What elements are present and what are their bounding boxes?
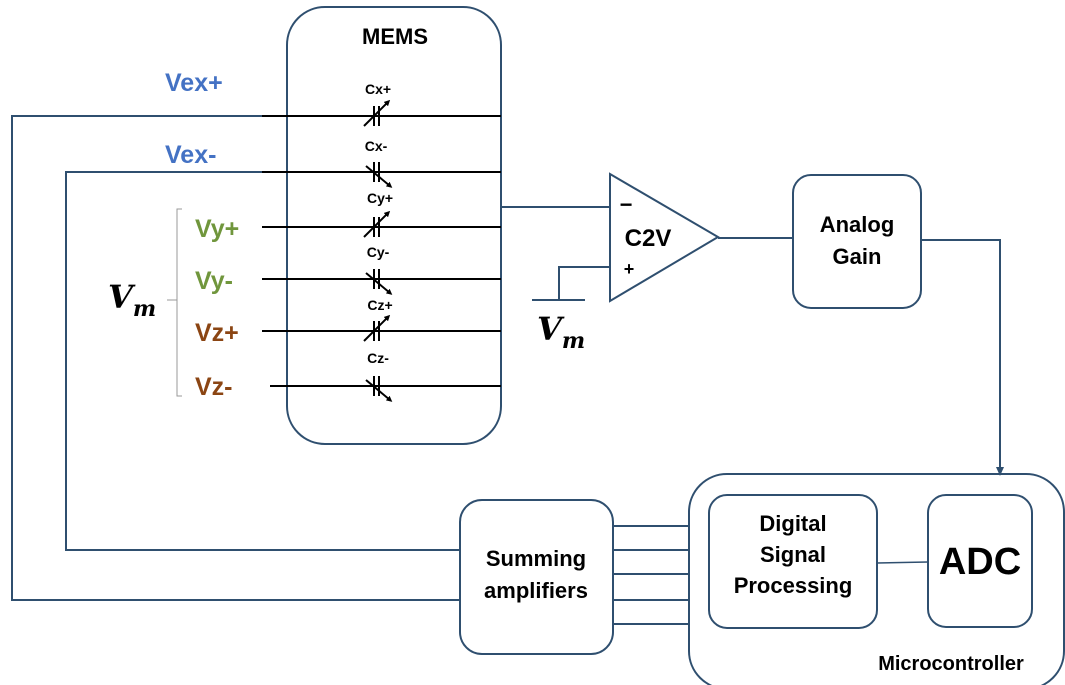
c2v-minus-sign: − <box>620 192 633 217</box>
dsp-block <box>708 494 878 629</box>
vm-bracket <box>176 208 182 397</box>
gain-to-adc-wire <box>921 239 1004 476</box>
label-vy-minus: Vy- <box>195 267 233 295</box>
label-vy-plus: Vy+ <box>195 215 239 243</box>
cap-label-cy-minus: Cy- <box>367 244 390 260</box>
c2v-plus-sign: + <box>624 259 635 279</box>
capacitor-cz-plus-icon <box>363 314 391 342</box>
mems-block <box>286 6 502 445</box>
microcontroller-block <box>688 473 1065 685</box>
analog-gain-block <box>792 174 922 309</box>
adc-block <box>927 494 1033 628</box>
vm-label-left: Vm <box>108 278 156 322</box>
c2v-label: C2V <box>625 225 672 252</box>
dsp-line1: Digital <box>759 511 826 536</box>
capacitor-cz-minus-icon <box>365 376 393 402</box>
vm-label-right: Vm <box>537 310 585 354</box>
cap-label-cx-plus: Cx+ <box>365 81 391 97</box>
summing-line2: amplifiers <box>484 578 588 603</box>
cap-label-cx-minus: Cx- <box>365 138 388 154</box>
label-vz-minus: Vz- <box>195 373 233 401</box>
summing-amplifiers-block <box>459 499 614 655</box>
analog-gain-line2: Gain <box>833 244 882 269</box>
summing-line1: Summing <box>486 546 586 571</box>
c2v-amplifier <box>609 172 720 303</box>
control-bus <box>613 525 689 625</box>
capacitor-cx-plus-icon <box>363 99 391 127</box>
cap-label-cz-plus: Cz+ <box>367 297 392 313</box>
vex-plus-wire <box>11 115 460 601</box>
vm-reference-wire <box>558 266 610 300</box>
dsp-adc-wire <box>876 561 929 564</box>
adc-label: ADC <box>939 541 1021 583</box>
vex-minus-wire <box>65 171 460 551</box>
mems-title: MEMS <box>362 24 428 49</box>
label-vex-plus: Vex+ <box>165 69 223 97</box>
label-vex-minus: Vex- <box>165 141 216 169</box>
cap-label-cy-plus: Cy+ <box>367 190 393 206</box>
label-vz-plus: Vz+ <box>195 319 239 347</box>
capacitor-cy-plus-icon <box>363 210 391 238</box>
dsp-line2: Signal <box>760 542 826 567</box>
dsp-line3: Processing <box>734 573 853 598</box>
cap-label-cz-minus: Cz- <box>367 350 389 366</box>
capacitor-cy-minus-icon <box>365 269 393 295</box>
capacitor-cx-minus-icon <box>365 162 393 188</box>
microcontroller-label: Microcontroller <box>878 653 1024 675</box>
analog-gain-line1: Analog <box>820 212 895 237</box>
